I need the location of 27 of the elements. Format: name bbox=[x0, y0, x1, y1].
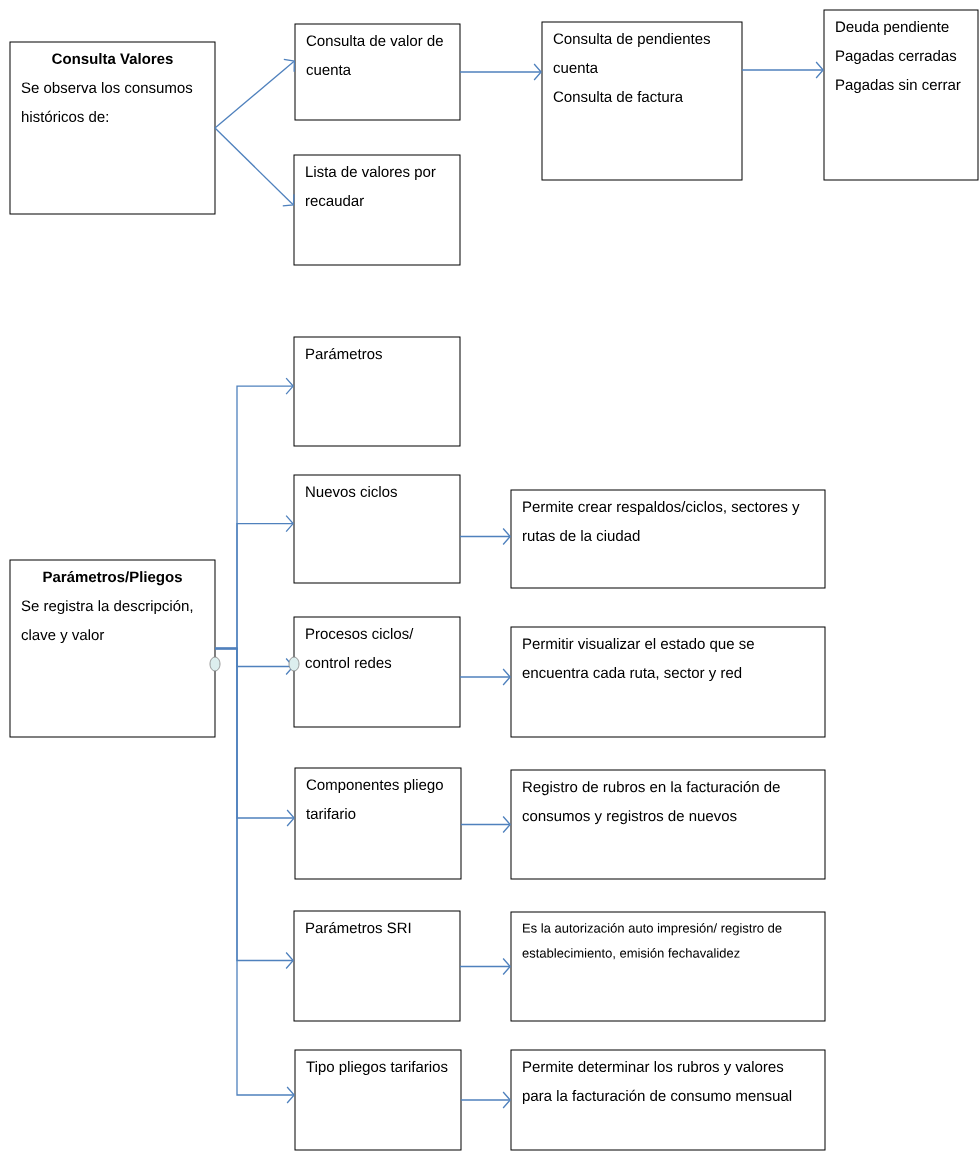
arrow bbox=[459, 527, 511, 546]
process-box: Deuda pendiente Pagadas cerradas Pagadas sin cerrar bbox=[823, 9, 979, 181]
process-box: Permitir visualizar el estado que se encuentra cada ruta, sector y red bbox=[510, 626, 826, 738]
process-box: Tipo pliegos tarifarios bbox=[294, 1049, 462, 1151]
process-box: Parámetros bbox=[293, 336, 461, 447]
arrow bbox=[459, 668, 511, 686]
arrow bbox=[460, 815, 511, 834]
arrow bbox=[460, 1091, 511, 1109]
process-box: Parámetros/Pliegos Se registra la descripción, clave y valor bbox=[9, 559, 216, 738]
process-box: Consulta Valores Se observa los consumos históricos de: bbox=[9, 41, 216, 215]
process-box: Lista de valores por recaudar bbox=[293, 154, 461, 266]
arrow bbox=[459, 957, 511, 976]
process-box: Permite crear respaldos/ciclos, sectores y rutas de la ciudad bbox=[510, 489, 826, 589]
arrow bbox=[459, 63, 542, 81]
process-box: Permite determinar los rubros y valores para la facturación de consumo mensual bbox=[510, 1049, 826, 1151]
process-box: Nuevos ciclos bbox=[293, 474, 461, 584]
process-box: Registro de rubros en la facturación de consumos y registros de nuevos bbox=[510, 769, 826, 880]
process-box: Parámetros SRI bbox=[293, 910, 461, 1022]
process-box: Procesos ciclos/ control redes bbox=[293, 616, 461, 728]
arrow bbox=[214, 58, 295, 129]
arrow bbox=[214, 127, 295, 207]
arrow bbox=[741, 61, 824, 79]
process-box: Componentes pliego tarifario bbox=[294, 767, 462, 880]
process-box: Consulta de pendientes cuenta Consulta de factura bbox=[541, 21, 743, 181]
process-box: Consulta de valor de cuenta bbox=[294, 23, 461, 121]
process-box: Es la autorización auto impresión/ registro de establecimiento, emisión fechavalidez bbox=[510, 911, 826, 1022]
arrow bbox=[214, 647, 295, 1104]
